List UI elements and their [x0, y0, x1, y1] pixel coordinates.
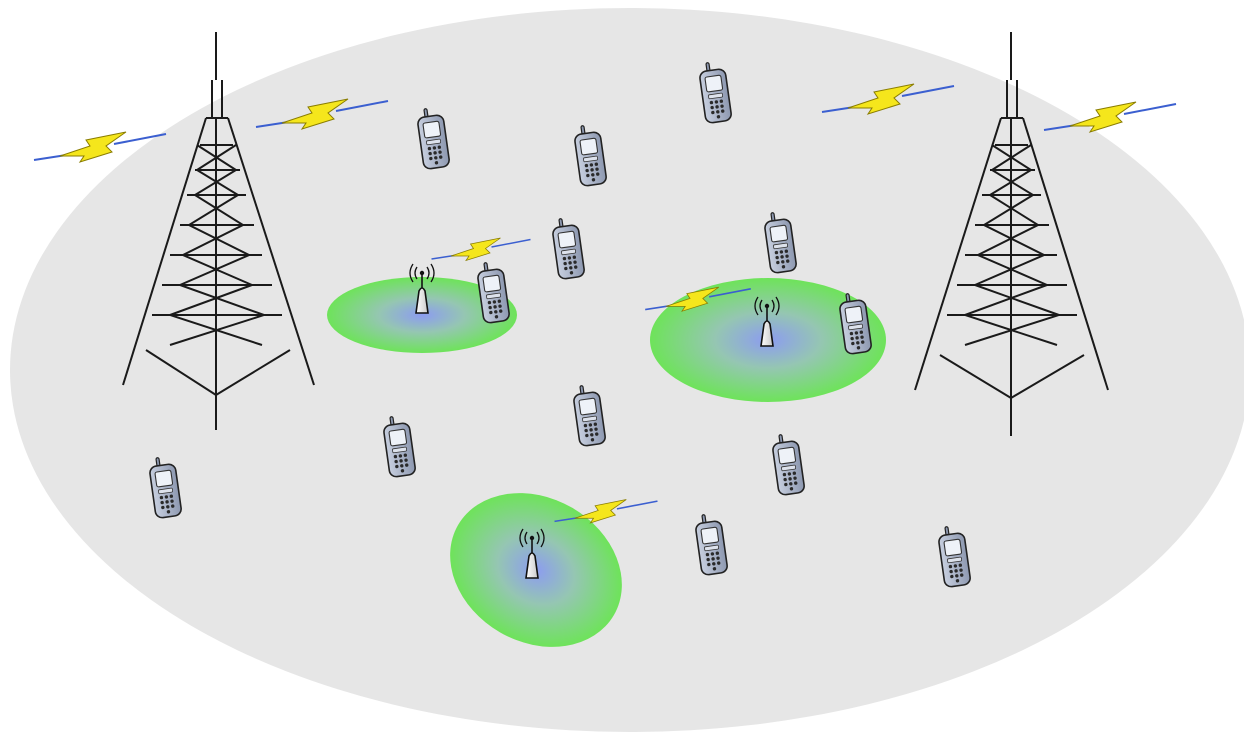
cell-tower-icon [914, 32, 1109, 436]
cell-tower-icon [122, 32, 315, 430]
small-cell-coverage-1 [327, 277, 517, 353]
macro-cell-coverage-area [10, 8, 1244, 732]
